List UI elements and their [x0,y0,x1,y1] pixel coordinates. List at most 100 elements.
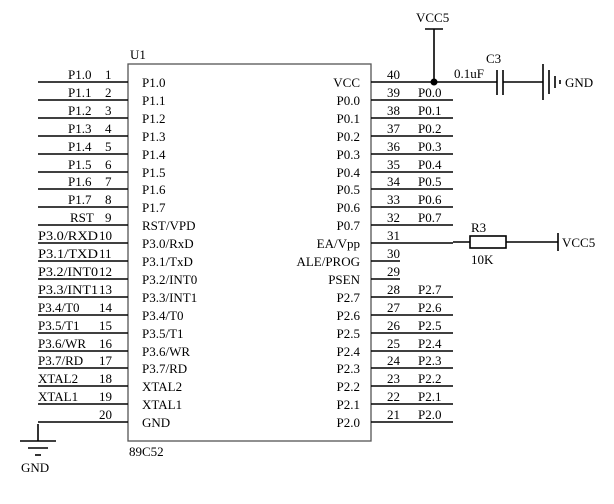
pin-number: 12 [99,264,112,279]
pin-internal-label: P2.0 [337,415,360,430]
pin-internal-label: XTAL2 [142,379,182,394]
pin-number: 11 [99,246,112,261]
pin-internal-label: P0.4 [337,165,361,180]
pin-internal-label: P0.2 [337,129,360,144]
junction-dot [430,78,438,86]
pin-number: 4 [105,121,112,136]
pin-internal-label: P3.0/RxD [142,236,194,251]
pin-number: 19 [99,389,112,404]
pin-number: 38 [387,103,400,118]
pin-internal-label: P2.5 [337,326,360,341]
pin-internal-label: P0.7 [337,218,361,233]
pin-net-label: P0.2 [418,121,441,136]
pin-internal-label: P0.6 [337,200,361,215]
pin-internal-label: P2.3 [337,361,360,376]
pin-internal-label: EA/Vpp [317,236,360,251]
pin-internal-label: P3.7/RD [142,361,187,376]
pin-number: 25 [387,336,400,351]
pin-number: 18 [99,371,112,386]
pin-internal-label: XTAL1 [142,397,182,412]
pin-net-label: P3.5/T1 [38,318,80,333]
pin-internal-label: P0.0 [337,93,360,108]
pin-net-label: P1.4 [68,139,92,154]
pin-net-label: P1.3 [68,121,91,136]
pin-net-label: P3.4/T0 [38,300,80,315]
pin-number: 6 [105,157,112,172]
pin-number: 33 [387,192,400,207]
pin-number: 21 [387,407,400,422]
pin-number: 28 [387,282,400,297]
capacitor-ref: C3 [486,51,501,66]
pin-number: 17 [99,353,113,368]
pin-number: 27 [387,300,401,315]
chip-body [127,63,372,442]
pin-net-label: P0.0 [418,85,441,100]
pin-number: 35 [387,157,400,172]
ground-symbol-left: GND [20,424,56,475]
pin-internal-label: ALE/PROG [296,254,360,269]
pin-internal-label: P0.1 [337,111,360,126]
pin-net-label: P2.7 [418,282,442,297]
pin-net-label: P3.0/RXD [38,228,98,243]
pin-number: 36 [387,139,401,154]
capacitor-value: 0.1uF [454,66,484,81]
pin-number: 30 [387,246,400,261]
pin-internal-label: PSEN [328,272,360,287]
pin-internal-label: P1.5 [142,165,165,180]
pin-net-label: P3.1/TXD [38,246,98,261]
pin-number: 14 [99,300,113,315]
pin-net-label: P0.5 [418,174,441,189]
pin-net-label: P3.2/INT0 [38,264,98,279]
pin-internal-label: P1.4 [142,147,166,162]
vcc5-right-label: VCC5 [562,235,595,250]
pin-number: 39 [387,85,400,100]
pin-net-label: P1.1 [68,85,91,100]
pin-internal-label: P1.2 [142,111,165,126]
pin-number: 3 [105,103,112,118]
pin-net-label: XTAL2 [38,371,78,386]
pin-number: 9 [105,210,112,225]
pin-net-label: P0.6 [418,192,442,207]
pin-number: 20 [99,407,112,422]
pin-net-label: P2.5 [418,318,441,333]
pin-net-label: P2.0 [418,407,441,422]
pin-number: 2 [105,85,112,100]
pin-internal-label: P2.4 [337,344,361,359]
pin-internal-label: P2.1 [337,397,360,412]
resistor-value: 10K [471,252,494,267]
pin-number: 26 [387,318,401,333]
pin-number: 7 [105,174,112,189]
vcc5-top-label: VCC5 [416,10,449,25]
pin-internal-label: P1.1 [142,93,165,108]
pin-internal-label: P1.0 [142,75,165,90]
pin-net-label: P2.1 [418,389,441,404]
pin-net-label: P0.1 [418,103,441,118]
chip-ref-label: U1 [130,47,146,62]
pin-net-label: P2.3 [418,353,441,368]
pin-number: 34 [387,174,401,189]
pin-internal-label: P1.7 [142,200,166,215]
pin-internal-label: P3.2/INT0 [142,272,197,287]
